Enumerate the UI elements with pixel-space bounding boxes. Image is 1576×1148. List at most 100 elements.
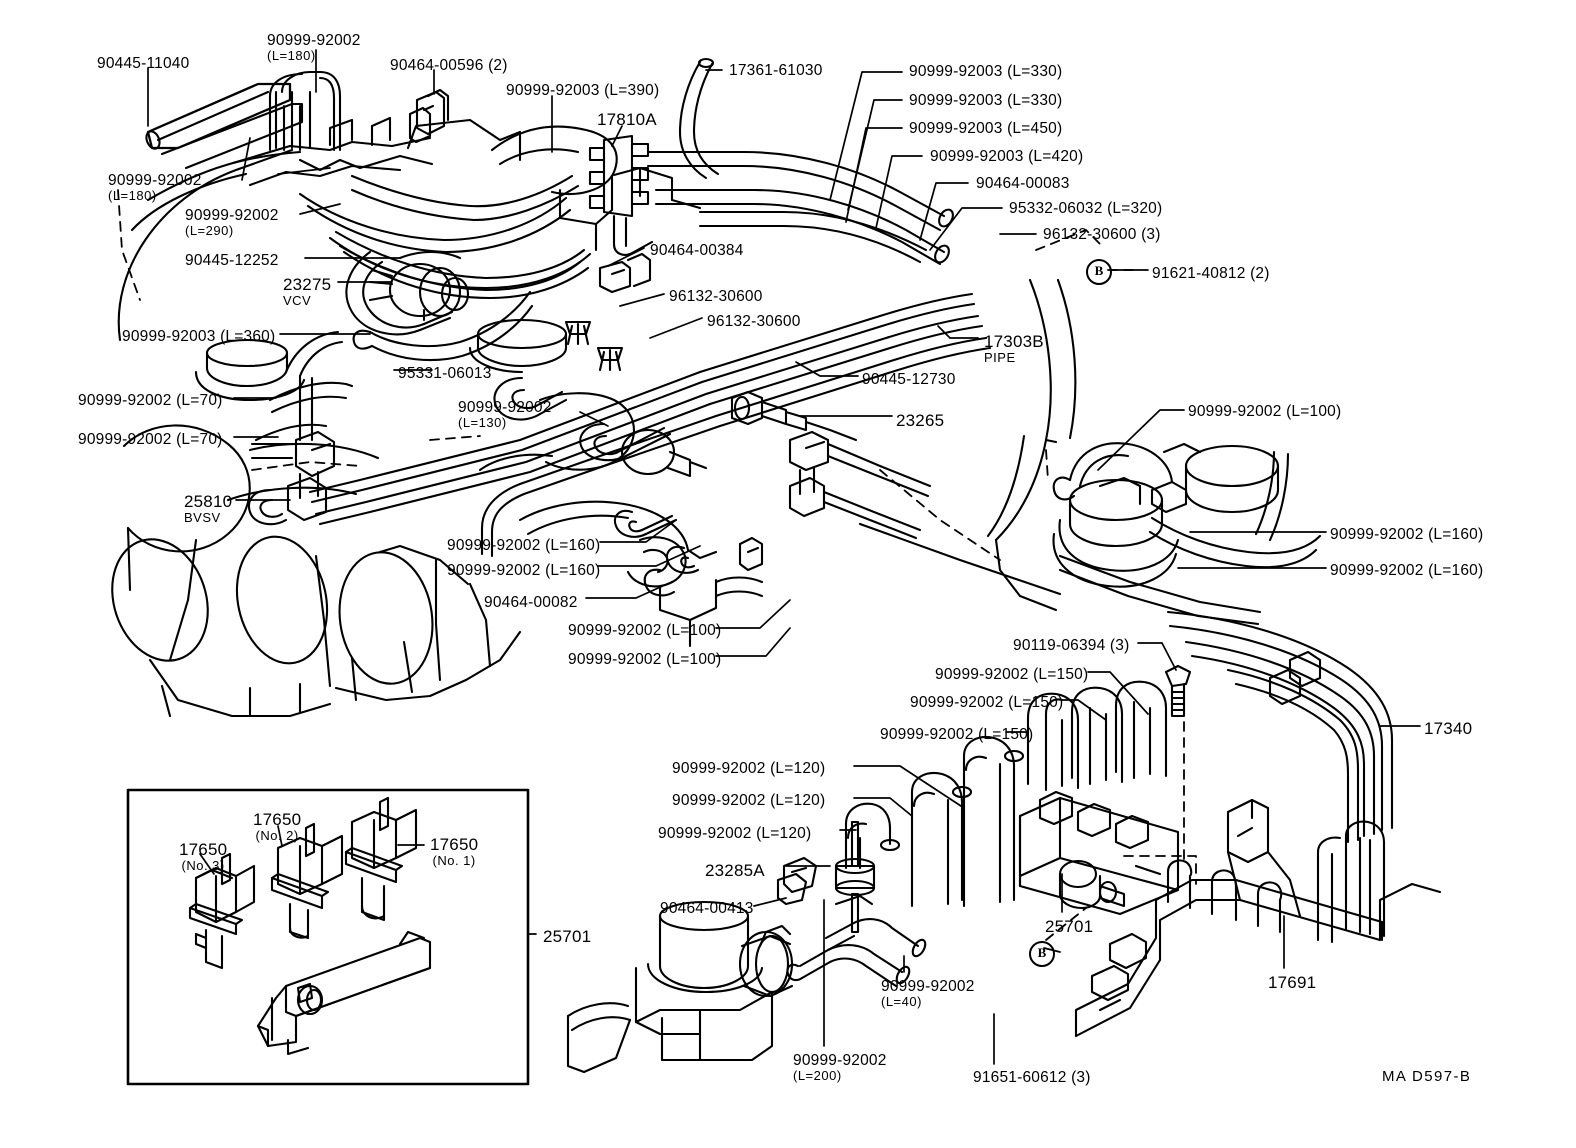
hose-left-loops — [345, 250, 462, 336]
part-96132-30600-b — [596, 346, 624, 372]
callout-c23: 90999-92003 (L=360) — [122, 328, 275, 345]
callout-part-number: 17810A — [597, 110, 657, 129]
callout-part-number: 90999-92002 (L=70) — [78, 392, 223, 409]
inset-callout-i2: 17650(No. 2) — [253, 810, 301, 844]
callout-part-number: 90999-92002 (L=150) — [880, 726, 1034, 743]
callout-part-number: 90464-00413 — [660, 900, 754, 917]
callout-part-number: 17340 — [1424, 719, 1473, 738]
part-23285A — [834, 820, 876, 934]
callout-part-number: 90445-12730 — [862, 371, 956, 388]
callout-part-number: 96132-30600 — [669, 288, 763, 305]
callout-part-number: 90999-92002 (L=120) — [672, 792, 826, 809]
hose-90999-92003-L360 — [352, 290, 534, 362]
callout-part-number: 90999-92003 (L=330) — [909, 63, 1063, 80]
callout-part-number: 95332-06032 (L=320) — [1009, 200, 1163, 217]
canister-bottom — [566, 900, 794, 1074]
inset-part-number: 17650 — [253, 810, 302, 829]
callout-c38: 90999-92002 (L=160) — [1330, 562, 1483, 579]
callout-part-number: 90999-92003 (L=330) — [909, 92, 1063, 109]
drawing-code: MA D597-B — [1382, 1068, 1472, 1085]
hoses-bottom-center — [758, 894, 927, 988]
callout-c40: 90999-92002 (L=150) — [935, 666, 1088, 683]
part-17691-bracket — [1074, 798, 1442, 1038]
callout-c15: 90999-92002(L=180) — [108, 172, 202, 204]
hose-bundle-upper-right — [646, 150, 954, 266]
callout-part-number: 90119-06394 (3) — [1013, 637, 1130, 654]
callout-c17: 90445-12252 — [185, 252, 279, 269]
callout-part-number: 90999-92002 (L=160) — [447, 562, 601, 579]
callout-c33: 90999-92002 (L=160) — [447, 562, 600, 579]
bolt-reference-marker-b1: B — [1086, 259, 1112, 285]
hoses-L150-u — [1026, 680, 1168, 792]
callout-c11: 90464-00083 — [976, 175, 1070, 192]
callout-part-number: 90999-92003 (L=390) — [506, 82, 660, 99]
callout-part-number: 23285A — [705, 861, 765, 880]
callout-c21: 96132-30600 — [707, 313, 801, 330]
callout-c44: 90999-92002 (L=120) — [672, 792, 825, 809]
callout-part-number: 90445-11040 — [97, 55, 190, 72]
callout-c29: 23265 — [896, 411, 944, 430]
hoses-L120 — [844, 736, 1025, 908]
callout-part-number: 90999-92002 (L=100) — [568, 651, 722, 668]
callout-c37: 90999-92002 (L=160) — [1330, 526, 1483, 543]
part-90464-00384 — [598, 252, 652, 294]
callout-part-number: 96132-30600 (3) — [1043, 226, 1161, 243]
inset-frame — [126, 788, 530, 1086]
callout-c42: 90999-92002 (L=150) — [880, 726, 1033, 743]
hose-90999-92003-L360-run — [284, 330, 344, 442]
part-90999-92002-L180 — [268, 70, 342, 152]
callout-part-number: 23275 — [283, 275, 332, 294]
callout-part-number: 90999-92002 (L=120) — [658, 825, 812, 842]
callout-part-number: 90999-92002 (L=100) — [1188, 403, 1342, 420]
engine-body-outline — [117, 136, 434, 342]
part-17340-pipes — [1166, 610, 1394, 844]
inset-callout-i3: 17650(No. 1) — [430, 835, 478, 869]
engine-body-center — [478, 392, 718, 648]
hose-runs-upper — [298, 174, 592, 300]
callout-part-number: 90999-92002 — [185, 207, 279, 224]
callout-c04: 90999-92003 (L=390) — [506, 82, 659, 99]
callout-part-number: 90999-92002 (L=100) — [568, 622, 722, 639]
callout-part-number: 25701 — [1045, 917, 1094, 936]
callout-c49: 25701 — [1045, 917, 1093, 936]
callout-c12: 95332-06032 (L=320) — [1009, 200, 1162, 217]
callout-sub-label: PIPE — [984, 350, 1016, 366]
vsv-canister-pair — [1052, 442, 1280, 588]
callout-c16: 90999-92002(L=290) — [185, 207, 279, 239]
part-17810A — [588, 134, 654, 256]
part-90445-11040 — [145, 82, 304, 170]
callout-c32: 90999-92002 (L=160) — [447, 537, 600, 554]
callout-c41: 90999-92002 (L=150) — [910, 694, 1063, 711]
callout-c36: 90999-92002 (L=100) — [568, 651, 721, 668]
callout-part-number: 91621-40812 (2) — [1152, 265, 1270, 282]
connector-block-mid — [788, 430, 932, 540]
part-17303B-pipes — [698, 292, 992, 428]
callout-part-number: 90999-92002 (L=70) — [78, 431, 223, 448]
callout-c05: 17361-61030 — [729, 62, 823, 79]
callout-c10: 90999-92003 (L=420) — [930, 148, 1083, 165]
callout-part-number: 90999-92002 — [458, 399, 552, 416]
callout-part-number: 17361-61030 — [729, 62, 823, 79]
canister-center — [468, 318, 568, 374]
callout-part-number: 95331-06013 — [398, 365, 492, 382]
hose-L70-pair — [254, 381, 354, 442]
callout-part-number: 90999-92002 (L=160) — [447, 537, 601, 554]
callout-c48: 17340 — [1424, 719, 1472, 738]
callout-part-number: 90999-92002 — [881, 978, 975, 995]
callout-c26: 90999-92002 (L=70) — [78, 392, 223, 409]
callout-c06: 17810A — [597, 110, 657, 129]
part-25810-bvsv — [248, 430, 336, 526]
callout-sub-label: (L=200) — [793, 1068, 842, 1084]
callout-part-number: 90999-92002 (L=160) — [1330, 526, 1484, 543]
hoses-lower-center — [613, 509, 764, 598]
part-17361-61030 — [678, 57, 720, 180]
callout-c09: 90999-92003 (L=450) — [909, 120, 1062, 137]
callout-c02: 90999-92002(L=180) — [267, 32, 361, 64]
inset-part-index: (No. 1) — [432, 853, 476, 869]
leader-lines — [147, 49, 1421, 1065]
callout-c45: 90999-92002 (L=120) — [658, 825, 811, 842]
callout-c24: 95331-06013 — [398, 365, 492, 382]
